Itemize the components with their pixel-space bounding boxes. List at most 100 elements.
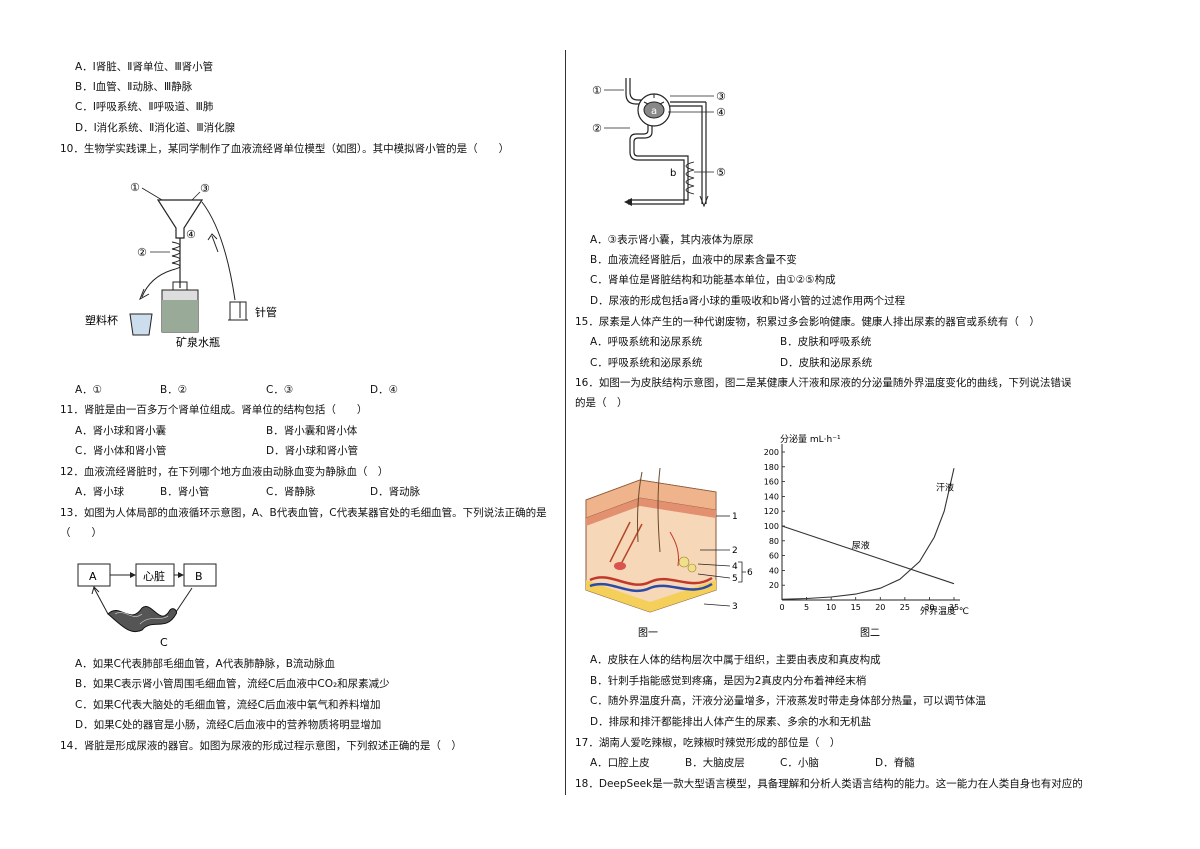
chart-x-tick-label: 0 xyxy=(779,603,784,612)
q14-label-4: ④ xyxy=(716,106,726,119)
q13-label-heart: 心脏 xyxy=(143,570,165,583)
chart-ylabel: 分泌量 mL·h⁻¹ xyxy=(780,433,841,445)
q17-stem: 17．湖南人爱吃辣椒，吃辣椒时辣觉形成的部位是（ ） xyxy=(575,737,841,749)
q11-stem: 11．肾脏是由一百多万个肾单位组成。肾单位的结构包括（ ） xyxy=(60,404,368,416)
chart-y-tick-label: 180 xyxy=(764,463,779,472)
q9-option-b: B．Ⅰ血管、Ⅱ动脉、Ⅲ静脉 xyxy=(75,81,193,93)
q16-skin-figure: 1 2 4 5 6 3 图一 xyxy=(585,467,753,639)
q13-option-b: B．如果C表示肾小管周围毛细血管，流经C后血液中CO₂和尿素减少 xyxy=(75,678,390,690)
q14-nephron-figure: a b ① ② ③ ④ ⑤ xyxy=(592,78,726,208)
q14-label-3: ③ xyxy=(716,90,726,103)
chart-y-tick-label: 20 xyxy=(769,581,779,590)
q13-stem-cont: （ ） xyxy=(60,527,102,539)
chart-y-tick-label: 60 xyxy=(769,552,779,561)
q16-fig1-label-5: 5 xyxy=(732,574,738,584)
chart-y-tick-label: 140 xyxy=(764,492,779,501)
q9-option-d: D．Ⅰ消化系统、Ⅱ消化道、Ⅲ消化腺 xyxy=(75,122,236,134)
chart-xlabel: 外界温度 ℃ xyxy=(920,605,969,617)
q10-label-3: ③ xyxy=(200,182,210,195)
chart-y-tick-label: 100 xyxy=(764,522,779,531)
left-column: A．Ⅰ肾脏、Ⅱ肾单位、Ⅲ肾小管 B．Ⅰ血管、Ⅱ动脉、Ⅲ静脉 C．Ⅰ呼吸系统、Ⅱ呼… xyxy=(0,0,565,849)
right-column: a b ① ② ③ ④ ⑤ A．③表示肾小囊，其内液体为原尿 B．血液流经肾脏后… xyxy=(568,0,1200,849)
chart-x-tick-label: 20 xyxy=(875,603,885,612)
q15-option-c: C．呼吸系统和泌尿系统 xyxy=(590,357,703,369)
q16-fig1-caption: 图一 xyxy=(638,627,658,639)
chart-x-tick-label: 25 xyxy=(900,603,910,612)
q16-option-b: B．针刺手指能感觉到疼痛，是因为2真皮内分布着神经末梢 xyxy=(590,675,867,687)
q10-label-cup: 塑料杯 xyxy=(85,313,118,327)
q11-option-a: A．肾小球和肾小囊 xyxy=(75,425,167,437)
q10-label-2: ② xyxy=(137,246,147,259)
q14-stem: 14．肾脏是形成尿液的器官。如图为尿液的形成过程示意图，下列叙述正确的是（ ） xyxy=(60,740,462,752)
q13-label-a: A xyxy=(89,570,97,583)
q14-label-2: ② xyxy=(592,122,602,135)
q18-stem: 18．DeepSeek是一款大型语言模型，具备理解和分析人类语言结构的能力。这一… xyxy=(575,778,1083,790)
q14-label-1: ① xyxy=(592,84,602,97)
q17-option-a: A．口腔上皮 xyxy=(590,757,650,769)
q10-stem: 10．生物学实践课上，某同学制作了血液流经肾单位模型（如图）。其中模拟肾小管的是… xyxy=(60,143,510,155)
q14-option-c: C．肾单位是肾脏结构和功能基本单位，由①②⑤构成 xyxy=(590,274,836,286)
chart-x-tick-label: 10 xyxy=(826,603,836,612)
q14-label-a: a xyxy=(651,106,657,117)
q11-option-d: D．肾小球和肾小管 xyxy=(266,445,359,457)
chart-x-tick-label: 35 xyxy=(949,603,959,612)
q15-option-d: D．皮肤和泌尿系统 xyxy=(780,357,873,369)
chart-y-tick-label: 40 xyxy=(769,566,779,575)
q11-option-b: B．肾小囊和肾小体 xyxy=(266,425,358,437)
q12-option-c: C．肾静脉 xyxy=(266,486,316,498)
q14-option-d: D．尿液的形成包括a肾小球的重吸收和b肾小管的过滤作用两个过程 xyxy=(590,295,906,307)
chart-x-tick-label: 30 xyxy=(924,603,934,612)
chart-y-tick-label: 80 xyxy=(769,537,779,546)
q13-circulation-figure: A 心脏 B C xyxy=(77,563,217,649)
q10-model-figure: ① ③ ④ ② 针管 塑料杯 矿泉水瓶 xyxy=(85,181,277,349)
q9-option-c: C．Ⅰ呼吸系统、Ⅱ呼吸道、Ⅲ肺 xyxy=(75,101,214,113)
q13-label-c: C xyxy=(160,636,168,649)
chart-series-label-0: 汗液 xyxy=(936,481,954,493)
chart-y-tick-label: 200 xyxy=(764,448,779,457)
q13-option-d: D．如果C处的器官是小肠，流经C后血液中的营养物质将明显增加 xyxy=(75,719,382,731)
q16-option-c: C．随外界温度升高，汗液分泌量增多，汗液蒸发时带走身体部分热量，可以调节体温 xyxy=(590,695,986,707)
q16-stem: 16．如图一为皮肤结构示意图，图二是某健康人汗液和尿液的分泌量随外界温度变化的曲… xyxy=(575,377,1072,389)
q10-option-c: C．③ xyxy=(266,384,294,396)
q16-option-a: A．皮肤在人体的结构层次中属于组织，主要由表皮和真皮构成 xyxy=(590,654,881,666)
q13-option-a: A．如果C代表肺部毛细血管，A代表肺静脉，B流动脉血 xyxy=(75,658,335,670)
q12-stem: 12．血液流经肾脏时，在下列哪个地方血液由动脉血变为静脉血（ ） xyxy=(60,466,389,478)
chart-axes: 0 5 10 15 20 25 30 35 20 40 60 80 100 120 140 160 180 200 xyxy=(764,444,960,612)
q17-option-d: D．脊髓 xyxy=(875,757,915,769)
chart-y-tick-label: 160 xyxy=(764,478,779,487)
q14-option-a: A．③表示肾小囊，其内液体为原尿 xyxy=(590,234,754,246)
chart-series-line-1 xyxy=(781,525,955,585)
q12-option-d: D．肾动脉 xyxy=(370,486,421,498)
q13-label-b: B xyxy=(195,570,203,583)
q14-label-b: b xyxy=(670,168,676,179)
q14-label-5: ⑤ xyxy=(716,166,726,179)
q16-fig1-label-4: 4 xyxy=(732,562,738,572)
q15-option-a: A．呼吸系统和泌尿系统 xyxy=(590,336,703,348)
chart-x-tick-label: 15 xyxy=(851,603,861,612)
q15-option-b: B．皮肤和呼吸系统 xyxy=(780,336,872,348)
chart-series-label-1: 尿液 xyxy=(852,540,870,552)
q12-option-a: A．肾小球 xyxy=(75,486,125,498)
q13-option-c: C．如果C代表大脑处的毛细血管，流经C后血液中氧气和养料增加 xyxy=(75,699,381,711)
chart-x-tick-label: 5 xyxy=(804,603,809,612)
q16-fig1-label-1: 1 xyxy=(732,512,738,522)
q17-option-b: B．大脑皮层 xyxy=(685,757,745,769)
q15-stem: 15．尿素是人体产生的一种代谢废物，积累过多会影响健康。健康人排出尿素的器官或系… xyxy=(575,316,1040,328)
q16-fig1-label-3: 3 xyxy=(732,602,738,612)
q10-option-b: B．② xyxy=(160,384,188,396)
q16-fig1-label-6: 6 xyxy=(747,568,753,578)
q13-stem: 13．如图为人体局部的血液循环示意图，A、B代表血管，C代表某器官处的毛细血管。… xyxy=(60,507,547,519)
q14-option-b: B．血液流经肾脏后，血液中的尿素含量不变 xyxy=(590,254,797,266)
column-divider xyxy=(565,50,566,795)
q16-stem-cont: 的是（ ） xyxy=(575,397,628,409)
q10-label-4: ④ xyxy=(186,228,196,241)
q10-label-bottle: 矿泉水瓶 xyxy=(176,335,220,349)
chart-y-tick-label: 120 xyxy=(764,507,779,516)
q16-fig1-label-2: 2 xyxy=(732,546,738,556)
q11-option-c: C．肾小体和肾小管 xyxy=(75,445,167,457)
chart-series-line-0 xyxy=(781,468,955,600)
q10-option-a: A．① xyxy=(75,384,103,396)
q10-option-d: D．④ xyxy=(370,384,398,396)
